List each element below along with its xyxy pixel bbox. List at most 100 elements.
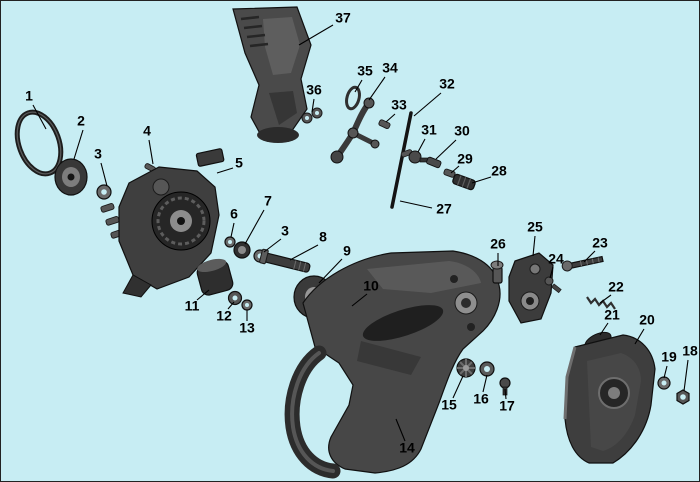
part-28-cylinder [452,173,476,191]
leader-line [683,359,689,392]
part-number-label: 3 [281,223,289,239]
part-number-label: 4 [143,123,151,139]
part-15-star-knob [456,358,476,378]
leader-line [413,92,442,117]
part-number-label: 13 [239,320,255,336]
leader-line [549,266,554,279]
part-number-label: 32 [439,76,455,92]
leader-line [263,238,282,253]
leader-lines [32,24,689,442]
part-number-label: 5 [235,155,243,171]
part-19-washer [657,376,671,390]
leader-line [351,293,368,307]
part-33-bolt [378,119,391,130]
part-16-washer [479,361,495,377]
part-35-clip [345,85,361,111]
part-number-label: 1 [25,88,33,104]
leader-line [32,104,47,130]
part-number-label: 6 [230,206,238,222]
leader-line [100,162,108,187]
leader-line [399,200,433,209]
leader-line [227,301,235,310]
part-number-label: 7 [264,193,272,209]
leader-line [298,24,334,46]
part-number-label: 25 [527,219,543,235]
leader-line [368,76,386,101]
leader-line [471,176,492,184]
part-number-label: 3 [94,146,102,162]
leader-line [354,79,363,93]
part-number-label: 36 [306,82,322,98]
leader-line [482,374,488,393]
part-number-label: 23 [592,235,608,251]
part-number-label: 15 [441,397,457,413]
part-18-nut [676,389,690,405]
leader-line [311,98,315,113]
part-36-clamp-rings [301,107,323,124]
part-number-label: 16 [473,391,489,407]
part-number-label: 35 [357,63,373,79]
part-26-bolt [490,260,504,284]
part-number-label: 26 [490,236,506,252]
part-6-washer [224,236,236,248]
part-number-label: 9 [343,243,351,259]
part-number-label: 34 [382,60,398,76]
leader-line [450,165,460,174]
part-number-label: 29 [457,151,473,167]
part-number-label: 11 [185,298,200,314]
part-13-washer [241,299,253,311]
part-number-label: 28 [491,163,507,179]
leader-line [634,328,645,345]
part-number-label: 22 [608,279,624,295]
part-34-linkage [330,97,380,164]
leader-line [73,129,84,160]
part-number-label: 10 [363,278,379,294]
leader-line [196,289,210,301]
leader-line [385,113,396,123]
part-12-nut [227,290,243,306]
gearbox-housing [118,166,220,298]
part-2-pulley [54,158,88,196]
leader-line [504,388,507,400]
part-number-label: 17 [499,398,515,414]
leader-line [452,375,464,399]
leader-line [583,250,596,263]
leader-line [289,244,319,261]
part-8-shaft [259,248,311,273]
leader-line [148,139,154,165]
leader-line [532,235,536,257]
part-number-label: 2 [77,113,85,129]
leader-line [244,209,265,245]
leader-line [435,139,457,160]
part-number-label: 14 [399,440,415,456]
part-number-label: 30 [454,123,470,139]
part-30-sleeve [426,156,442,169]
part-number-label: 21 [604,307,620,323]
part-number-label: 24 [548,251,564,267]
part-number-label: 20 [639,312,655,328]
part-22-spring [586,296,616,310]
part-7-bearing [233,241,251,259]
leader-line [417,138,426,153]
part-23-screw [561,255,604,272]
part-5-block [195,148,225,167]
part-27-rod [390,111,413,209]
part-number-label: 31 [421,122,437,138]
part-3-washer-left [96,184,112,200]
part-24-pin-set [544,276,562,294]
part-11-roller [196,258,234,296]
part-25-tensioner-bracket [508,252,554,324]
leader-line [395,418,406,442]
part-number-label: 27 [436,201,452,217]
part-number-label: 37 [335,10,351,26]
leader-line [216,167,234,174]
part-20-side-cover [563,334,656,464]
leader-line [230,222,235,238]
part-14-main-housing [284,250,501,479]
part-number-label: 33 [391,97,407,113]
leader-line [599,322,609,336]
part-number-label: 8 [319,229,327,245]
